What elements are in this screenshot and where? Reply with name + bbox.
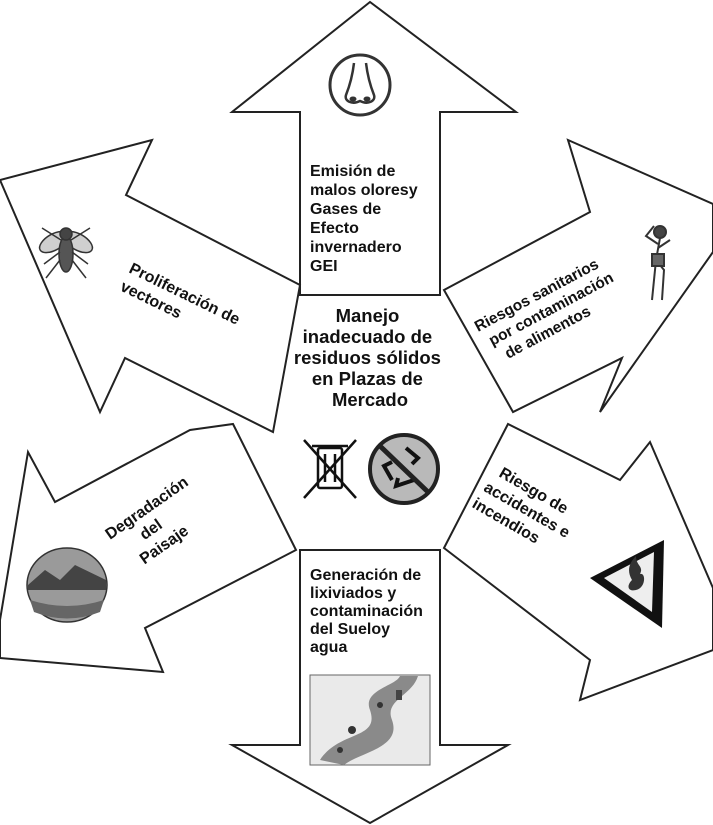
bottom-arrow-text: Generación de lixiviados y contaminación… bbox=[310, 567, 427, 656]
crossed-bin-icon bbox=[303, 439, 357, 499]
sick-person-icon bbox=[644, 225, 671, 301]
center-title: Manejo inadecuado de residuos sólidos en… bbox=[294, 305, 446, 410]
nose-icon bbox=[328, 53, 392, 117]
arrow-lower-right bbox=[442, 422, 713, 702]
fire-warning-icon bbox=[590, 540, 664, 628]
arrow-top bbox=[229, 0, 519, 296]
no-recycling-icon bbox=[368, 433, 440, 505]
polluted-river-icon bbox=[309, 674, 431, 766]
top-arrow-text: Emisión de malos oloresy Gases de Efecto… bbox=[310, 163, 422, 275]
polluted-landscape-icon bbox=[26, 547, 108, 623]
arrow-upper-right bbox=[442, 138, 713, 414]
fly-icon bbox=[38, 227, 94, 279]
arrow-upper-left bbox=[0, 138, 302, 434]
